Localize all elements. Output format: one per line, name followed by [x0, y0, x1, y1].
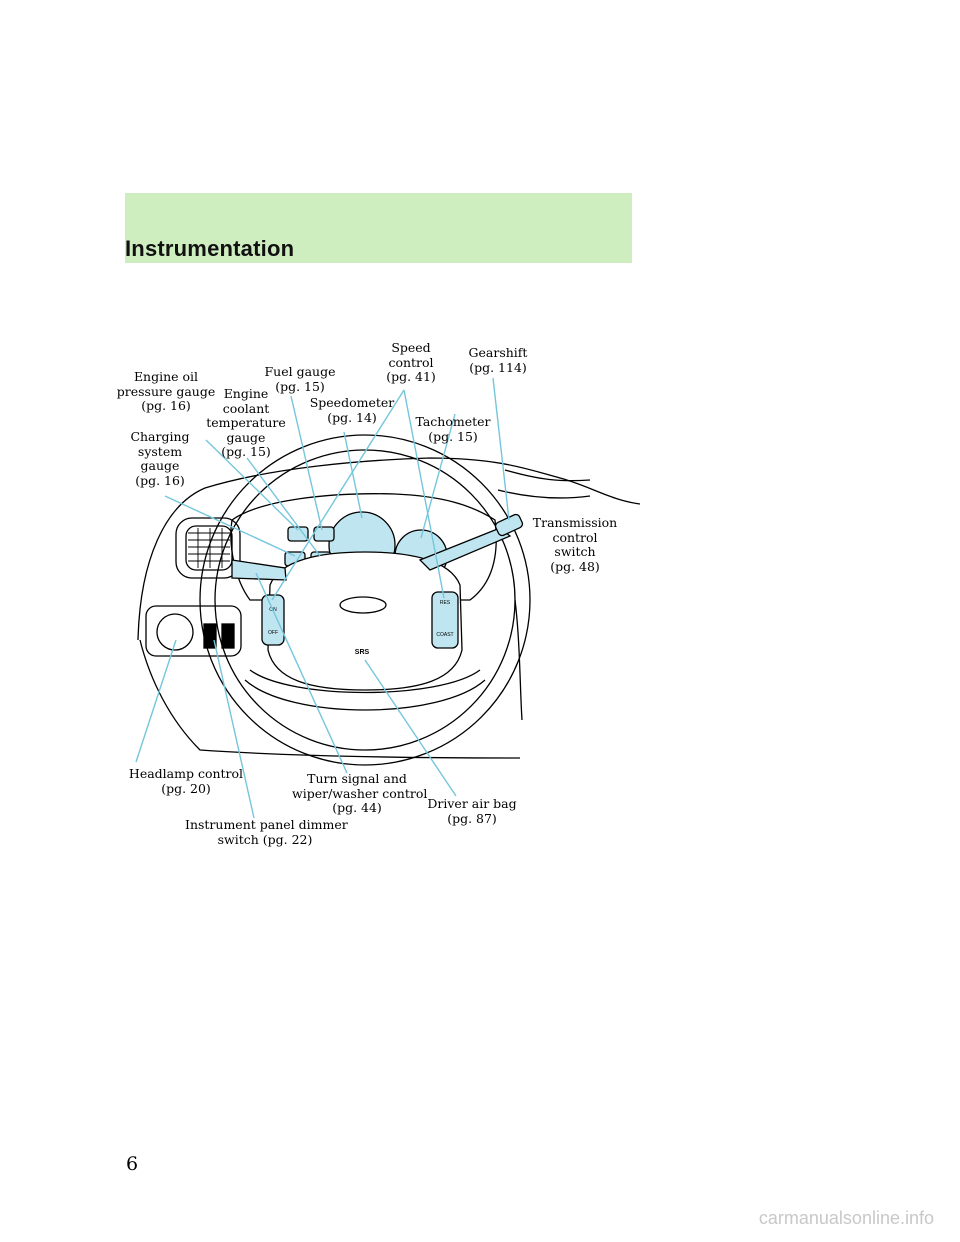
coast-label: COAST [436, 632, 453, 638]
leader-headlamp [136, 640, 176, 762]
callout-headlamp: Headlamp control (pg. 20) [126, 767, 246, 796]
callout-engine-oil: Engine oil pressure gauge (pg. 16) [116, 370, 216, 414]
srs-label: SRS [355, 649, 370, 656]
off-label: OFF [268, 630, 278, 636]
panel-dimmer-switch [204, 624, 216, 648]
leader-speedometer [344, 432, 362, 518]
callout-gearshift: Gearshift (pg. 114) [458, 346, 538, 375]
callout-fuel: Fuel gauge (pg. 15) [255, 365, 345, 394]
auto-lamp-switch [222, 624, 234, 648]
callout-coolant: Engine coolant temperature gauge (pg. 15… [206, 387, 286, 460]
callout-dimmer: Instrument panel dimmer switch (pg. 22) [185, 818, 345, 847]
callout-speedometer: Speedometer (pg. 14) [302, 396, 402, 425]
callout-tachometer: Tachometer (pg. 15) [408, 415, 498, 444]
callout-turn-signal: Turn signal and wiper/washer control (pg… [292, 772, 422, 816]
res-label: RES [440, 600, 451, 606]
callout-transmission: Transmission control switch (pg. 48) [530, 516, 620, 574]
page-number: 6 [126, 1153, 138, 1175]
callout-speed-control: Speed control (pg. 41) [376, 341, 446, 385]
turn-signal-stalk [232, 560, 286, 580]
callout-charging: Charging system gauge (pg. 16) [122, 430, 198, 488]
watermark-text: carmanualsonline.info [759, 1208, 934, 1229]
cruise-on-off-pad [262, 595, 284, 645]
callout-air-bag: Driver air bag (pg. 87) [422, 797, 522, 826]
